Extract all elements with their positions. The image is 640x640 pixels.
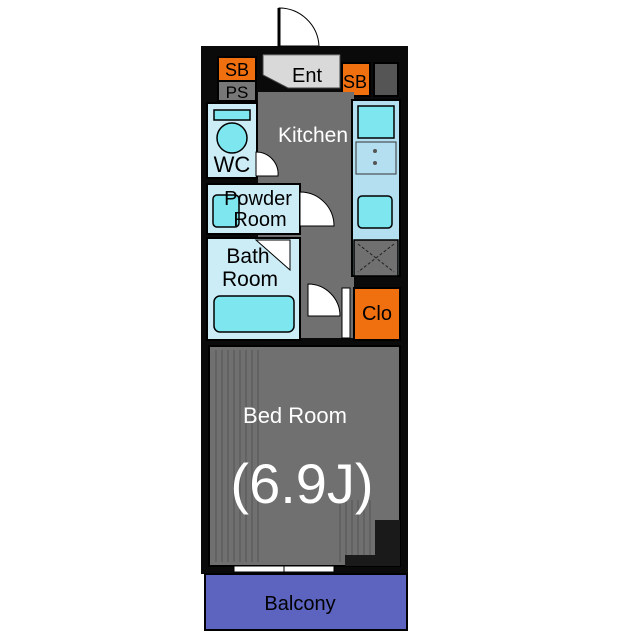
closet-label: Clo — [362, 303, 392, 325]
bedroom-door — [307, 283, 341, 317]
bath-room-label-1: Bath — [226, 245, 269, 268]
bath-room: Bath Room — [206, 237, 301, 341]
kitchen-counter — [351, 99, 401, 277]
pipe-space: PS — [217, 80, 257, 102]
shoe-box-right-label: SB — [343, 72, 367, 92]
wc-room: WC — [206, 102, 279, 179]
toilet-bowl — [216, 122, 248, 154]
entrance-label: Ent — [292, 65, 322, 87]
balcony-label: Balcony — [264, 593, 335, 615]
powder-room: Powder Room — [206, 183, 335, 235]
shoe-box-right: SB — [341, 62, 399, 97]
wash-basin — [212, 194, 240, 228]
wc-label: WC — [214, 152, 251, 177]
toilet-tank — [213, 109, 251, 121]
entrance-area: Ent — [262, 54, 341, 89]
shoe-box-left-label: SB — [225, 60, 249, 80]
stove — [355, 141, 397, 175]
kitchen-label: Kitchen — [278, 124, 348, 147]
bed-room-label: Bed Room — [243, 403, 347, 428]
bathtub — [213, 295, 295, 333]
bed-room: Bed Room (6.9J) — [208, 345, 401, 567]
closet: Clo — [341, 287, 401, 341]
balcony-window — [233, 565, 335, 573]
entrance-door — [277, 7, 320, 47]
powder-room-label-1: Powder — [224, 188, 292, 210]
fridge-space — [357, 105, 395, 139]
shoe-box-left: SB — [217, 56, 257, 82]
bath-room-label-2: Room — [222, 268, 278, 291]
sink — [357, 195, 393, 229]
bed-room-size: (6.9J) — [230, 452, 373, 515]
powder-room-label-2: Room — [233, 209, 286, 231]
pipe-space-label: PS — [226, 83, 249, 102]
balcony: Balcony — [204, 573, 408, 631]
